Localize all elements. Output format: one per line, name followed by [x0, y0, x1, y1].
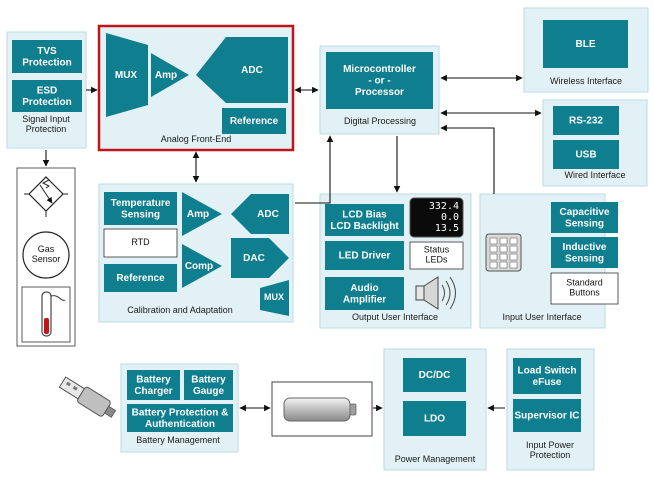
ble-block: BLE [543, 20, 628, 68]
rtd-block: RTD [103, 228, 178, 258]
svg-text:USB: USB [575, 149, 596, 160]
cal-mux-block: MUX [260, 280, 289, 316]
adc-block: ADC [196, 37, 288, 103]
lcd-value: 332.4 [429, 201, 459, 212]
mux-block: MUX [106, 33, 148, 117]
svg-text:DAC: DAC [243, 253, 265, 264]
svg-text:RS-232: RS-232 [569, 115, 603, 126]
svg-text:Reference: Reference [230, 116, 279, 127]
lcd-display-icon: 332.4 0.0 13.5 [409, 197, 464, 238]
svg-text:Output User Interface: Output User Interface [352, 312, 438, 322]
usb-plug-icon [58, 376, 117, 418]
probe-sensor-icon [21, 286, 71, 343]
svg-text:Battery Management: Battery Management [136, 435, 220, 445]
arrow-calibration-to-digital [295, 135, 334, 204]
svg-text:Wireless Interface: Wireless Interface [550, 76, 622, 86]
cal-reference-block: Reference [104, 264, 177, 292]
svg-text:Amp: Amp [155, 70, 177, 81]
svg-text:Reference: Reference [116, 273, 165, 284]
battery-icon [271, 381, 373, 437]
speaker-icon [415, 276, 456, 310]
connectors [42, 74, 542, 412]
cal-adc-block: ADC [231, 194, 289, 234]
svg-text:LDO: LDO [424, 413, 445, 424]
svg-text:ADC: ADC [257, 209, 279, 220]
svg-text:Calibration and Adaptation: Calibration and Adaptation [127, 305, 233, 315]
usb-block: USB [553, 140, 619, 169]
lcd-value: 13.5 [435, 223, 459, 234]
svg-text:Analog Front-End: Analog Front-End [161, 134, 232, 144]
ldo-block: LDO [403, 401, 466, 436]
svg-text:Microcontroller- or -Processor: Microcontroller- or -Processor [343, 64, 416, 98]
svg-text:MUX: MUX [264, 292, 284, 302]
rs232-block: RS-232 [553, 106, 619, 135]
svg-text:Supervisor IC: Supervisor IC [514, 410, 579, 421]
svg-text:BLE: BLE [576, 39, 596, 50]
lcd-value: 0.0 [441, 212, 459, 223]
svg-text:Amp: Amp [187, 209, 209, 220]
svg-text:Battery Protection &Authentica: Battery Protection &Authentication [132, 407, 229, 430]
svg-text:ADC: ADC [241, 65, 263, 76]
led-driver-block: LED Driver [325, 241, 404, 270]
bridge-sensor-icon [24, 176, 68, 217]
svg-text:MUX: MUX [115, 70, 138, 81]
battery-protection-block: Battery Protection &Authentication [127, 404, 233, 432]
svg-text:Power Management: Power Management [395, 454, 476, 464]
dcdc-block: DC/DC [403, 358, 466, 392]
svg-text:LED Driver: LED Driver [339, 250, 391, 261]
microcontroller-block: Microcontroller- or -Processor [326, 52, 433, 109]
arrow-input-to-digital [440, 124, 495, 194]
dac-block: DAC [231, 238, 289, 278]
amp-block: Amp [151, 53, 189, 97]
cal-amp-block: Amp [182, 192, 222, 236]
svg-text:Digital Processing: Digital Processing [344, 116, 416, 126]
comp-block: Comp [182, 244, 222, 288]
supervisor-ic-block: Supervisor IC [513, 399, 581, 432]
svg-text:DC/DC: DC/DC [419, 370, 451, 381]
svg-text:RTD: RTD [131, 237, 150, 247]
keypad-icon [485, 233, 522, 272]
reference-block: Reference [222, 108, 286, 134]
svg-text:Input User Interface: Input User Interface [502, 312, 581, 322]
svg-text:Comp: Comp [185, 261, 213, 272]
svg-text:Wired Interface: Wired Interface [564, 170, 625, 180]
